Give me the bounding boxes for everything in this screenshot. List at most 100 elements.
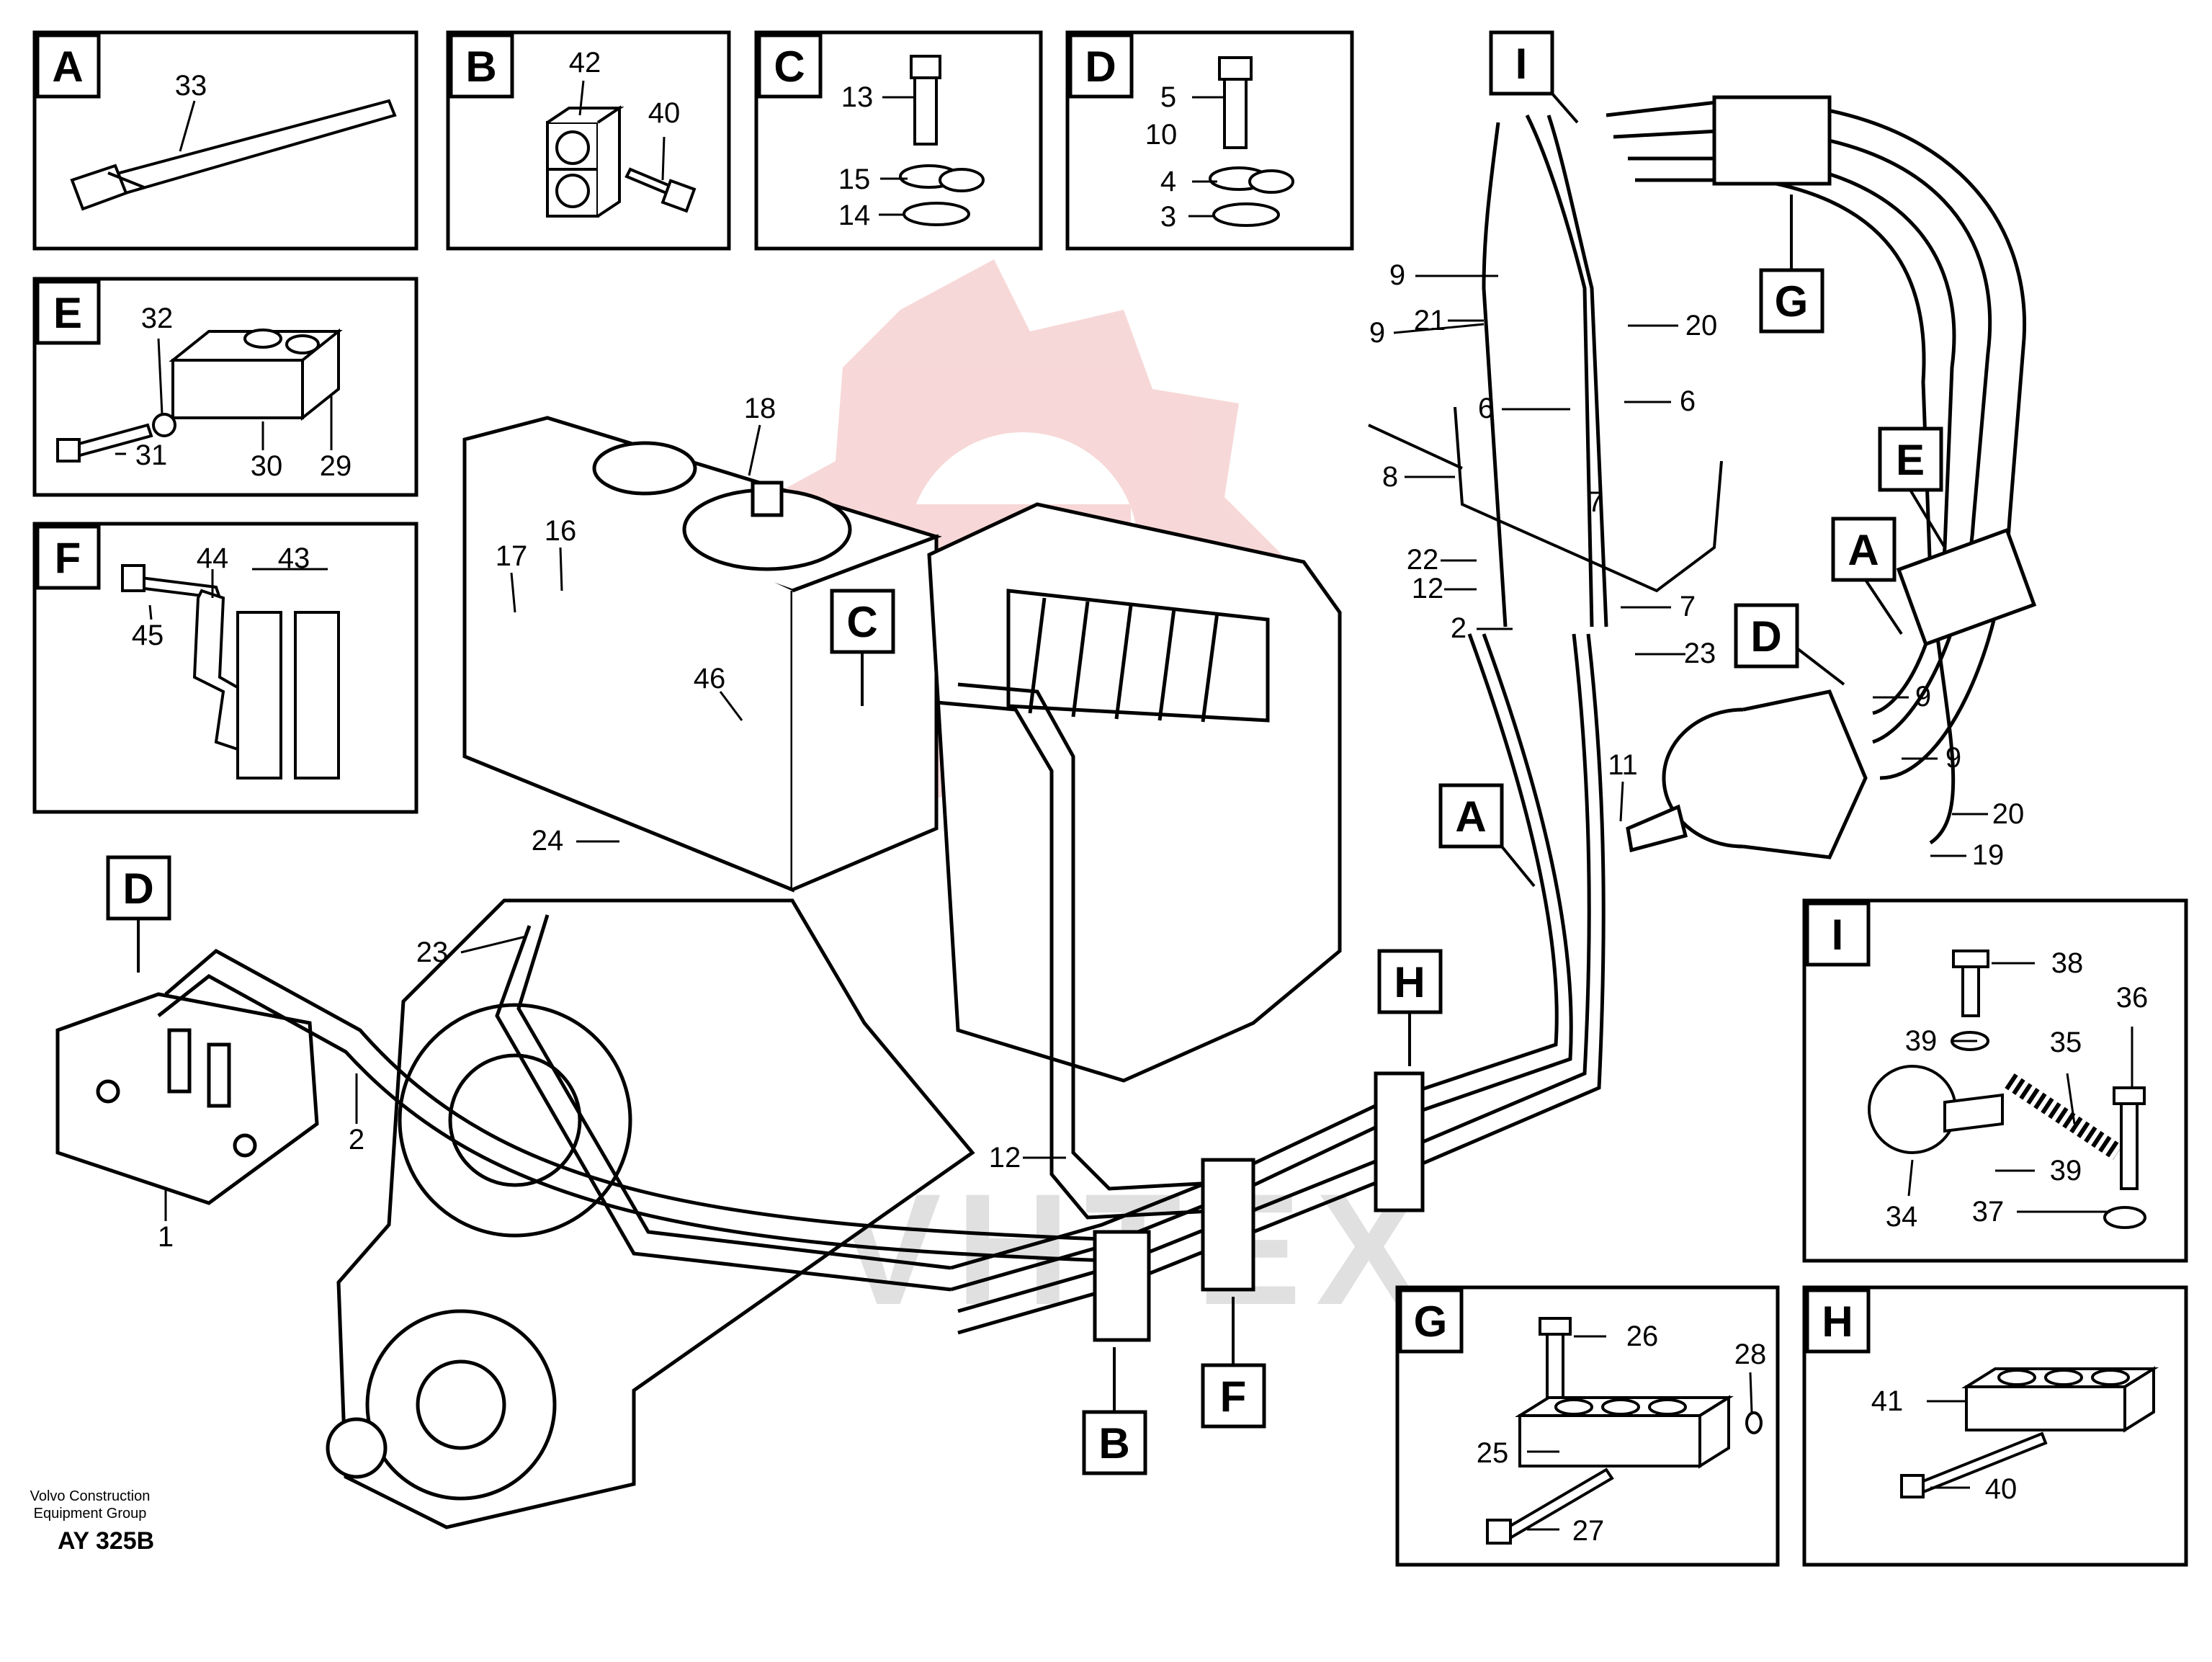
part-27: 27 bbox=[1572, 1515, 1605, 1547]
callout-H: H bbox=[1394, 958, 1425, 1006]
part-12-top: 12 bbox=[1412, 573, 1444, 604]
detail-box-F bbox=[32, 522, 418, 814]
company-line-2: Equipment Group bbox=[33, 1506, 147, 1522]
detail-box-H bbox=[1802, 1285, 2188, 1567]
part-2-top: 2 bbox=[1451, 612, 1467, 644]
callout-C: C bbox=[846, 598, 877, 646]
footer-company: Volvo Construction Equipment Group bbox=[22, 1488, 158, 1522]
part-37: 37 bbox=[1972, 1196, 2005, 1228]
banjo-bolt-drawing-c bbox=[899, 55, 985, 226]
detail-letter-B: B bbox=[465, 43, 496, 91]
part-6-a: 6 bbox=[1478, 393, 1494, 424]
part-31: 31 bbox=[135, 439, 168, 471]
part-15: 15 bbox=[838, 164, 871, 195]
part-14: 14 bbox=[838, 200, 871, 231]
part-20-top: 20 bbox=[1685, 310, 1718, 341]
part-18: 18 bbox=[744, 393, 776, 424]
part-7-b: 7 bbox=[1680, 591, 1696, 622]
detail-box-C bbox=[754, 30, 1043, 251]
callout-D-left: D bbox=[122, 864, 153, 913]
hose-block-f bbox=[1201, 1158, 1255, 1292]
bracket-clamp-drawing bbox=[121, 564, 340, 779]
part-7-a: 7 bbox=[1588, 486, 1603, 518]
callout-A-top: A bbox=[1848, 526, 1879, 574]
hose-block-drawing bbox=[1486, 1317, 1763, 1545]
part-9-a: 9 bbox=[1389, 259, 1405, 291]
part-6-b: 6 bbox=[1680, 385, 1696, 417]
part-28: 28 bbox=[1734, 1339, 1767, 1370]
part-43: 43 bbox=[278, 542, 310, 574]
part-38: 38 bbox=[2051, 947, 2084, 979]
part-23-top: 23 bbox=[1684, 638, 1716, 669]
part-5: 5 bbox=[1160, 81, 1176, 113]
part-11: 11 bbox=[1608, 749, 1638, 781]
company-line-1: Volvo Construction bbox=[30, 1488, 151, 1504]
hydraulic-motor bbox=[1626, 689, 1868, 859]
clamp-block-drawing bbox=[546, 105, 697, 218]
part-13: 13 bbox=[841, 81, 874, 113]
engine-block bbox=[927, 502, 1342, 1083]
part-30: 30 bbox=[251, 450, 283, 482]
cable-tie-drawing bbox=[70, 99, 397, 211]
part-44: 44 bbox=[197, 542, 229, 574]
part-20-bottom: 20 bbox=[1992, 798, 2025, 830]
main-part-labels: 18 17 16 46 24 23 2 12 1 9 9 20 21 6 6 8… bbox=[158, 259, 2024, 1253]
detail-letter-F: F bbox=[55, 534, 81, 582]
detail-box-E bbox=[32, 277, 418, 497]
detail-letter-G: G bbox=[1414, 1297, 1448, 1346]
spring-bracket-drawing bbox=[1868, 950, 2146, 1229]
detail-letter-I: I bbox=[1832, 911, 1844, 959]
hydraulic-tank bbox=[462, 416, 942, 893]
part-9-d: 9 bbox=[1945, 742, 1961, 774]
part-1: 1 bbox=[158, 1221, 174, 1253]
part-33: 33 bbox=[175, 70, 207, 102]
hose-grommet-g bbox=[1712, 95, 1832, 186]
callout-I: I bbox=[1515, 40, 1528, 88]
detail-letter-C: C bbox=[774, 43, 805, 91]
detail-box-D bbox=[1065, 30, 1354, 251]
callout-E: E bbox=[1896, 436, 1925, 484]
part-46: 46 bbox=[694, 663, 726, 694]
detail-box-A bbox=[32, 30, 418, 251]
detail-box-I bbox=[1802, 898, 2188, 1263]
callout-D-top: D bbox=[1750, 612, 1781, 661]
part-23: 23 bbox=[416, 937, 449, 968]
hose-block-h bbox=[1374, 1071, 1425, 1212]
part-2-left: 2 bbox=[349, 1124, 364, 1156]
detail-box-G bbox=[1395, 1285, 1780, 1567]
callout-B: B bbox=[1098, 1419, 1129, 1467]
detail-letter-E: E bbox=[53, 289, 82, 337]
part-35: 35 bbox=[2050, 1027, 2082, 1058]
part-16: 16 bbox=[545, 515, 577, 547]
part-25: 25 bbox=[1477, 1437, 1509, 1469]
part-34: 34 bbox=[1886, 1201, 1918, 1233]
part-45: 45 bbox=[132, 620, 164, 651]
hydraulic-hoses bbox=[157, 99, 2027, 1335]
callout-F: F bbox=[1220, 1372, 1247, 1421]
part-9-b: 9 bbox=[1369, 317, 1385, 349]
callout-G: G bbox=[1775, 277, 1809, 326]
part-4: 4 bbox=[1160, 166, 1176, 197]
part-26: 26 bbox=[1626, 1321, 1659, 1352]
part-3: 3 bbox=[1160, 201, 1176, 233]
triple-clamp-drawing bbox=[1900, 1366, 2159, 1498]
double-clamp-drawing bbox=[56, 328, 343, 463]
drawing-code: AY 325B bbox=[58, 1527, 155, 1555]
part-29: 29 bbox=[320, 450, 352, 482]
steering-valve bbox=[55, 992, 319, 1205]
detail-letter-A: A bbox=[52, 43, 83, 91]
detail-box-B bbox=[446, 30, 731, 251]
part-24: 24 bbox=[532, 825, 564, 857]
part-8: 8 bbox=[1382, 461, 1398, 493]
part-40: 40 bbox=[648, 97, 681, 129]
part-36: 36 bbox=[2116, 982, 2149, 1014]
part-19: 19 bbox=[1972, 839, 2005, 871]
part-32: 32 bbox=[141, 303, 174, 334]
part-41: 41 bbox=[1871, 1385, 1904, 1417]
part-10: 10 bbox=[1145, 119, 1178, 151]
part-22: 22 bbox=[1407, 544, 1439, 576]
part-40-h: 40 bbox=[1985, 1473, 2018, 1505]
hose-block-b bbox=[1093, 1230, 1151, 1342]
detail-letter-H: H bbox=[1822, 1297, 1853, 1346]
